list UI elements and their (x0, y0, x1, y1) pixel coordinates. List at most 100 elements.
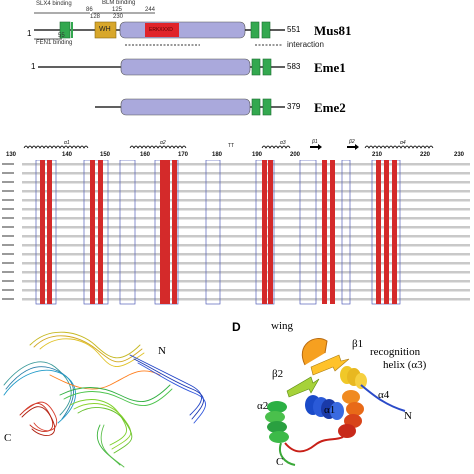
sequence-name (2, 226, 14, 228)
alpha1-label: α1 (324, 404, 336, 416)
conserved-column (268, 160, 273, 304)
mus81-end: 551 (287, 25, 301, 34)
sequence-name (2, 163, 14, 165)
sequence-name (2, 235, 14, 237)
alpha2-label: α2 (257, 400, 269, 412)
alpha2-helix (265, 401, 289, 443)
pos-170: 170 (178, 152, 189, 158)
mus81-nuclease-body (119, 21, 246, 39)
beta2-label: β2 (272, 368, 284, 380)
sequence-name (2, 199, 14, 201)
similarity-box (83, 160, 109, 305)
pos-160: 160 (140, 152, 151, 158)
wh-end: 230 (113, 14, 124, 20)
conserved-column (47, 160, 52, 304)
sequence-name (2, 172, 14, 174)
beta1-label: β1 (352, 338, 364, 350)
ribbon-structure (265, 338, 406, 466)
alignment-row (22, 298, 470, 301)
ss-alpha1: α1 (64, 140, 70, 146)
alignment-row (22, 181, 470, 184)
alignment-row (22, 226, 470, 229)
conserved-column (165, 160, 170, 304)
sequence-name (2, 280, 14, 282)
alignment-row (22, 217, 470, 220)
erkxxxd-label: ERKXXXD (149, 27, 173, 33)
similarity-box (299, 160, 317, 305)
conserved-column (90, 160, 95, 304)
conserved-column (262, 160, 267, 304)
mus81-hhh-1 (59, 21, 71, 39)
alignment-row (22, 289, 470, 292)
eme2-end: 379 (287, 102, 301, 111)
wing-label: wing (271, 320, 293, 332)
wing-loop (302, 338, 328, 366)
blm-label: BLM binding (102, 0, 136, 6)
sequence-name (2, 208, 14, 210)
alignment-row (22, 190, 470, 193)
ensemble-n-label: N (158, 345, 166, 357)
alpha1-helix (305, 395, 344, 420)
similarity-box (341, 160, 351, 305)
alpha4-helix-glyph (364, 145, 434, 149)
nmr-ensemble (3, 331, 206, 468)
conserved-column (376, 160, 381, 304)
sequence-name (2, 217, 14, 219)
alignment-grid (2, 160, 470, 305)
ss-tt: TT (228, 143, 235, 149)
eme2-name: Eme2 (314, 100, 346, 115)
sequence-name (2, 244, 14, 246)
beta1-strand (310, 354, 350, 376)
ss-alpha2: α2 (160, 140, 166, 146)
mus81-name: Mus81 (314, 23, 352, 38)
eme2-nuclease-body (120, 98, 251, 116)
alpha3-recognition-helix (340, 366, 367, 389)
pos-180: 180 (212, 152, 223, 158)
mus81-hhh-3 (261, 21, 271, 39)
alignment-row (22, 280, 470, 283)
interaction-label: interaction (287, 40, 324, 49)
sequence-name (2, 181, 14, 183)
alignment-row (22, 271, 470, 274)
secondary-structure-track (23, 144, 434, 150)
wh-start: 128 (90, 14, 101, 20)
alignment-row (22, 253, 470, 256)
ss-alpha3: α3 (280, 140, 286, 146)
wh-label: WH (99, 26, 111, 33)
ss-alpha4: α4 (400, 140, 406, 146)
erkxxxd-motif (145, 23, 179, 37)
alignment-row (22, 235, 470, 238)
alignment-row (22, 244, 470, 247)
pos-140: 140 (62, 152, 73, 158)
alpha4-helix (338, 390, 364, 438)
alignment-row (22, 199, 470, 202)
sequence-name (2, 271, 14, 273)
alignment-row (22, 163, 470, 166)
fen1-label: FEN1 binding (36, 40, 73, 46)
alignment-row (22, 208, 470, 211)
beta1-arrow (310, 144, 322, 150)
sequence-alignment: α1 α2 TT α3 β1 β2 α4 130 140 150 160 170… (0, 139, 474, 308)
n-terminus-tail (360, 384, 406, 412)
slx4-label: SLX4 binding (36, 1, 72, 7)
eme2-hhh-1 (251, 98, 261, 116)
pos-190: 190 (252, 152, 263, 158)
c-terminal-loop (284, 436, 344, 453)
conserved-column (392, 160, 397, 304)
slx4-end: 86 (86, 7, 93, 13)
eme1-hhh-2 (262, 58, 272, 76)
conserved-column (384, 160, 389, 304)
ss-beta1: β1 (312, 139, 318, 145)
beta2-strand (286, 376, 320, 398)
pos-210: 210 (372, 152, 383, 158)
eme1-name: Eme1 (314, 60, 346, 75)
similarity-box (119, 160, 136, 305)
alpha2-helix-glyph (129, 145, 187, 149)
mus81-hhh-2 (250, 21, 260, 39)
sequence-name (2, 298, 14, 300)
recognition-label: recognition (370, 346, 421, 358)
conserved-column (322, 160, 327, 304)
mus81-hhh-1b (71, 22, 73, 38)
sequence-name (2, 253, 14, 255)
